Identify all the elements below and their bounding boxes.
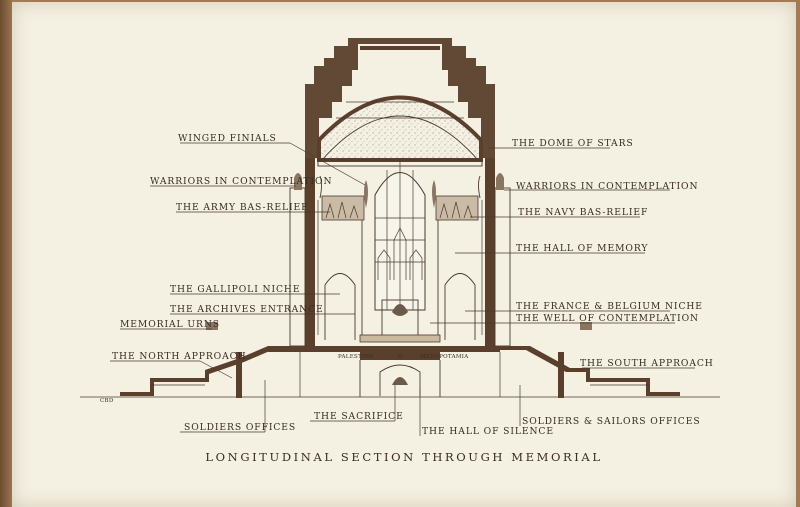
label-warriors-right: WARRIORS IN CONTEMPLATION [516,181,698,192]
approaches-and-crypt [80,322,720,398]
label-winged-finials: WINGED FINIALS [178,133,277,144]
crypt-text-palestine: PALESTINE [338,354,374,360]
crypt-text-mesopotamia: MESOPOTAMIA [420,354,469,360]
wall-niches [324,273,476,343]
winged-finials [319,175,481,208]
bas-reliefs [321,195,479,221]
diagram-caption: LONGITUDINAL SECTION THROUGH MEMORIAL [205,450,602,464]
label-well-of-contemplation: THE WELL OF CONTEMPLATION [516,313,699,324]
label-soldiers-offices: SOLDIERS OFFICES [184,422,296,433]
label-warriors-left: WARRIORS IN CONTEMPLATION [150,176,332,187]
label-south-approach: THE SOUTH APPROACH [580,358,714,369]
label-memorial-urns: MEMORIAL URNS [120,319,220,330]
label-dome-of-stars: THE DOME OF STARS [512,138,634,149]
label-archives-entrance: THE ARCHIVES ENTRANCE [170,304,324,315]
label-hall-of-silence: THE HALL OF SILENCE [422,426,554,437]
book-spine [0,0,12,507]
stained-glass-window [374,162,426,311]
drafter-signature: CBD [100,398,114,404]
label-france-belgium-niche: THE FRANCE & BELGIUM NICHE [516,301,703,312]
label-hall-of-memory: THE HALL OF MEMORY [516,243,648,254]
label-north-approach: THE NORTH APPROACH [112,351,246,362]
label-army-bas-relief: THE ARMY BAS-RELIEF [176,202,308,213]
leader-lines [110,142,695,436]
dome-structure [305,38,495,162]
label-sacrifice: THE SACRIFICE [314,411,404,422]
label-gallipoli-niche: THE GALLIPOLI NICHE [170,284,300,295]
crypt-text-g: G [398,354,403,360]
label-soldiers-sailors-offices: SOLDIERS & SAILORS OFFICES [522,416,701,427]
label-navy-bas-relief: THE NAVY BAS-RELIEF [518,207,648,218]
